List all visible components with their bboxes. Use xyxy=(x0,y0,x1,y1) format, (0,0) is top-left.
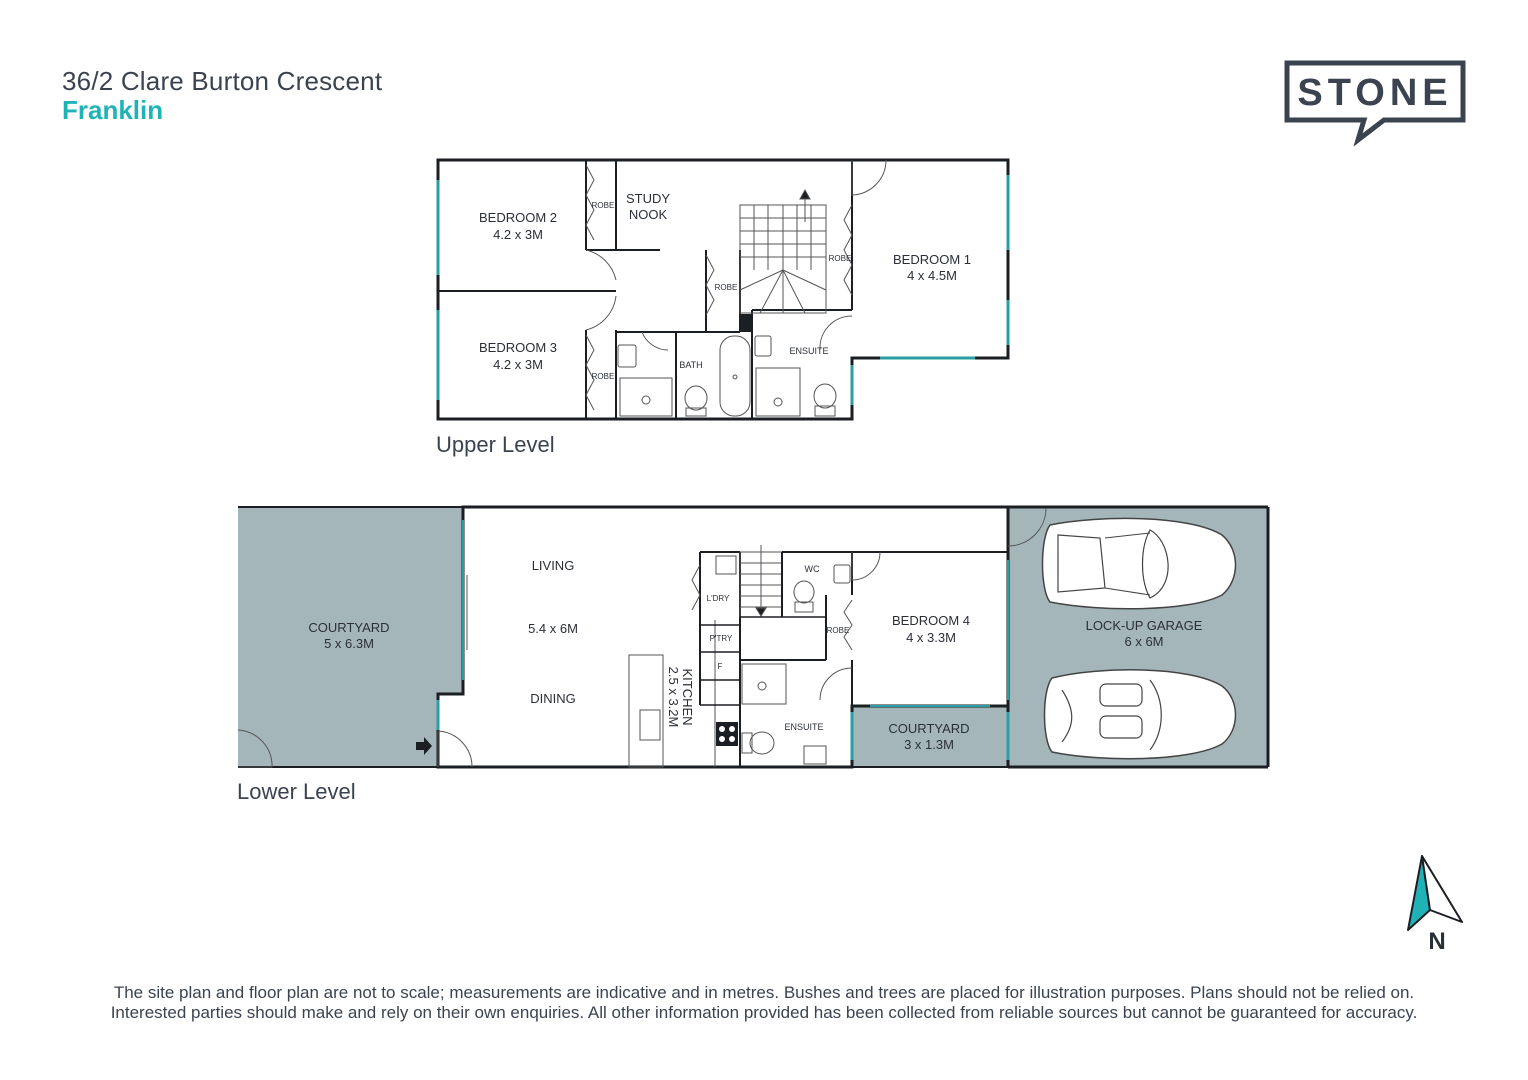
property-suburb: Franklin xyxy=(62,95,164,125)
bedroom-1-label: BEDROOM 1 xyxy=(893,252,971,267)
stone-logo: STONE xyxy=(1284,60,1466,146)
cooktop-icon xyxy=(716,722,738,746)
pantry-label: P'TRY xyxy=(710,634,733,643)
living-size: 5.4 x 6M xyxy=(528,621,578,636)
robe-label: ROBE xyxy=(592,201,615,210)
kitchen-size: 2.5 x 3.2M xyxy=(666,667,681,728)
entry-arrow-icon xyxy=(416,737,432,755)
compass: N xyxy=(1407,855,1463,955)
lower-level-label: Lower Level xyxy=(237,779,356,804)
robe-label: ROBE xyxy=(715,283,738,292)
bedroom-3-size: 4.2 x 3M xyxy=(493,357,543,372)
small-courtyard-area xyxy=(852,706,1008,767)
courtyard-size: 5 x 6.3M xyxy=(324,636,374,651)
study-label-2: NOOK xyxy=(629,207,668,222)
bedroom-4-size: 4 x 3.3M xyxy=(906,630,956,645)
bedroom-2-label: BEDROOM 2 xyxy=(479,210,557,225)
ensuite-label: ENSUITE xyxy=(784,722,823,732)
bedroom-1-size: 4 x 4.5M xyxy=(907,268,957,283)
floor-plan: ROBE ROBE ROBE ROBE xyxy=(237,158,1270,769)
disclaimer-line-2: Interested parties should make and rely … xyxy=(110,1003,1418,1022)
robe-label: ROBE xyxy=(827,626,850,635)
robe-label: ROBE xyxy=(592,372,615,381)
laundry-label: L'DRY xyxy=(707,594,730,603)
car-icon xyxy=(1041,517,1237,610)
kitchen-island xyxy=(628,654,664,768)
bath-label: BATH xyxy=(679,360,702,370)
kitchen-label: KITCHEN xyxy=(680,668,695,725)
courtyard-label: COURTYARD xyxy=(308,620,389,635)
staircase xyxy=(739,188,827,314)
ensuite-label: ENSUITE xyxy=(789,346,828,356)
small-courtyard-label: COURTYARD xyxy=(888,721,969,736)
study-label: STUDY xyxy=(626,191,670,206)
fridge-label: F xyxy=(718,662,723,671)
bedroom-3-label: BEDROOM 3 xyxy=(479,340,557,355)
car-icon xyxy=(1043,669,1237,760)
logo-text: STONE xyxy=(1297,72,1452,114)
dining-label: DINING xyxy=(530,691,576,706)
upper-level-label: Upper Level xyxy=(436,432,555,457)
disclaimer-line-1: The site plan and floor plan are not to … xyxy=(113,983,1415,1002)
north-label: N xyxy=(1428,928,1445,955)
bedroom-4-label: BEDROOM 4 xyxy=(892,613,970,628)
upper-level-plan: ROBE ROBE ROBE ROBE xyxy=(436,158,1010,421)
courtyard-area xyxy=(238,507,463,767)
small-courtyard-size: 3 x 1.3M xyxy=(904,737,954,752)
wc-label: WC xyxy=(805,564,820,574)
garage-label: LOCK-UP GARAGE xyxy=(1086,618,1203,633)
disclaimer: The site plan and floor plan are not to … xyxy=(40,983,1488,1023)
lower-level-plan: COURTYARD 5 x 6.3M LIVING 5.4 x 6M DININ… xyxy=(237,505,1270,769)
garage-size: 6 x 6M xyxy=(1124,634,1163,649)
robe-label: ROBE xyxy=(829,254,852,263)
property-address: 36/2 Clare Burton Crescent xyxy=(62,66,383,96)
bedroom-2-size: 4.2 x 3M xyxy=(493,227,543,242)
living-label: LIVING xyxy=(532,558,575,573)
